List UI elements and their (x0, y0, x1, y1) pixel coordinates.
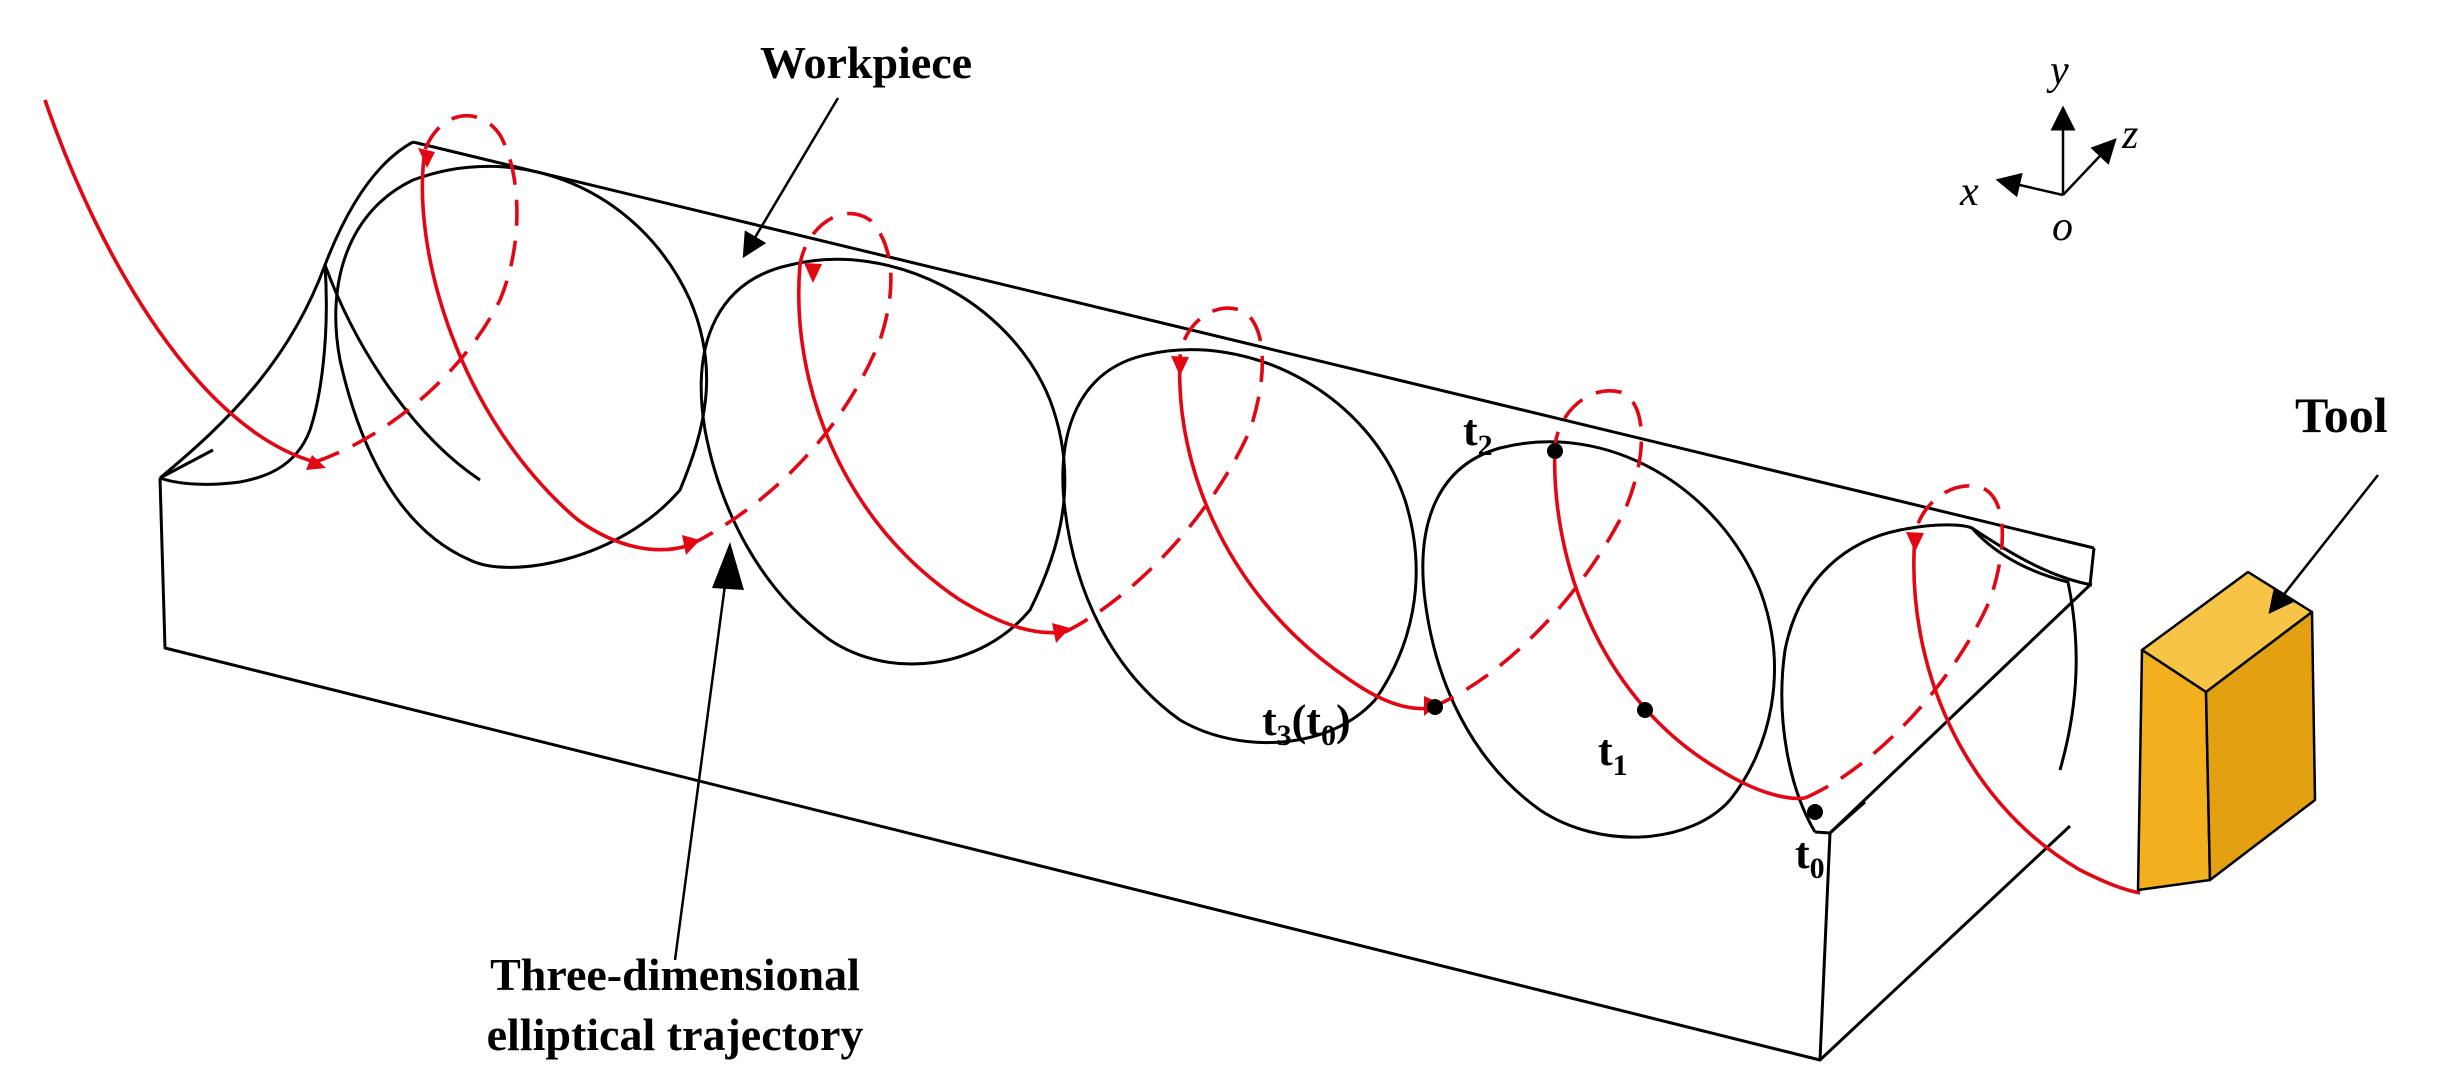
trajectory-arrow-8 (804, 263, 822, 283)
time-label-t3-t0: t3(t0) (1262, 696, 1351, 752)
trajectory-label-line1: Three-dimensional (490, 949, 860, 1000)
time-label-t1: t1 (1598, 726, 1628, 782)
time-point-markers (1427, 443, 1823, 820)
axis-label-z: z (2121, 112, 2138, 158)
axis-label-origin: o (2052, 204, 2073, 250)
ellipse-1 (334, 164, 709, 569)
z-axis (2062, 138, 2117, 196)
trajectory-loop-1-dashed (314, 113, 519, 464)
trajectory-arrow-2 (418, 148, 435, 168)
workpiece-front-face (158, 477, 1832, 1062)
trajectory-loop-1-solid (420, 149, 691, 552)
axis-label-x: x (1959, 169, 1979, 215)
trajectory-loop-4-solid (1552, 444, 1806, 801)
left-end-ridge (323, 264, 481, 482)
trajectory-arrow-5 (1171, 356, 1189, 376)
tool-callout-arrow (2268, 474, 2379, 614)
trajectory-loop-2-solid (796, 264, 1066, 635)
marker-t1 (1637, 702, 1653, 718)
trajectory-loop-5-dashed (1804, 484, 2005, 800)
trajectory-loop-2-dashed (689, 211, 893, 547)
trajectory-callout-line (673, 584, 727, 961)
groove-right-slope (1971, 526, 2093, 587)
trajectory-lead-in (43, 99, 316, 464)
workpiece-right-face (1818, 547, 2096, 1062)
elliptical-trajectory (43, 99, 2141, 895)
marker-t3 (1427, 699, 1443, 715)
workpiece-front-top-edge (159, 448, 1866, 835)
trajectory-loop-5-solid (1912, 534, 2141, 895)
cut-marks (159, 140, 2078, 839)
marker-t2 (1547, 443, 1563, 459)
ellipse-5 (1780, 523, 2078, 833)
workpiece-top-back-edge (412, 140, 2095, 550)
coordinate-axes: y x z o (1959, 48, 2138, 250)
axis-label-y: y (2046, 48, 2069, 94)
marker-t0 (1807, 804, 1823, 820)
workpiece-label: Workpiece (760, 37, 972, 88)
trajectory-arrow-3 (682, 535, 700, 555)
tool-label: Tool (2295, 387, 2388, 443)
workpiece-block (158, 140, 2096, 1062)
ellipse-4 (1421, 440, 1776, 839)
workpiece-callout-arrow (742, 97, 840, 259)
trajectory-arrow-7 (1906, 532, 1924, 552)
trajectory-callout-arrowhead (712, 542, 744, 590)
trajectory-arrow-1 (306, 455, 326, 470)
trajectory-loop-3-dashed (1064, 306, 1265, 634)
trajectory-arrow-4 (1052, 623, 1070, 643)
time-label-t2: t2 (1463, 406, 1493, 462)
trajectory-loop-4-dashed (1429, 389, 1644, 710)
callout-arrows (673, 97, 2379, 961)
tool-side-face (2204, 610, 2317, 882)
trajectory-loop-3-solid (1177, 359, 1431, 711)
left-end-cusp (159, 140, 414, 480)
left-end-cusp-inner (159, 264, 328, 486)
tool (2136, 570, 2317, 892)
trajectory-label-line2: elliptical trajectory (487, 1009, 864, 1060)
x-axis (1995, 172, 2064, 198)
time-label-t0: t0 (1795, 829, 1825, 885)
ellipse-2 (699, 257, 1067, 666)
ellipse-3 (1061, 348, 1418, 745)
